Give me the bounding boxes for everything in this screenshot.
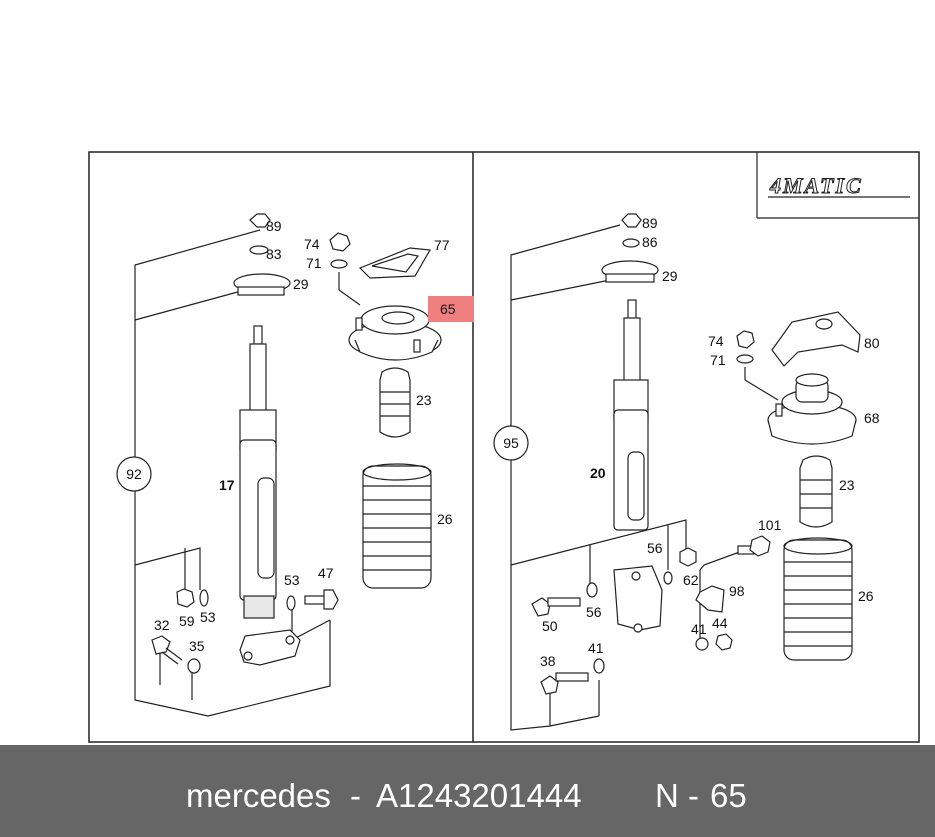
label-50: 50 bbox=[542, 618, 558, 634]
bracket-98 bbox=[695, 585, 725, 613]
label-38: 38 bbox=[540, 653, 556, 669]
footer-position-number: 65 bbox=[710, 777, 747, 814]
label-83: 83 bbox=[266, 246, 282, 262]
group-label-95: 95 bbox=[503, 435, 519, 451]
right-panel: 95 bbox=[493, 213, 880, 731]
label-26: 26 bbox=[437, 511, 453, 527]
label-98: 98 bbox=[729, 583, 745, 599]
bellows-26 bbox=[362, 463, 432, 589]
label-89r: 89 bbox=[642, 215, 658, 231]
highlight-65 bbox=[428, 296, 474, 322]
label-26r: 26 bbox=[858, 588, 874, 604]
nut-74r bbox=[736, 330, 755, 349]
parts-diagram: 4MATIC 92 bbox=[88, 151, 920, 743]
nut-89r bbox=[621, 213, 642, 228]
bracket-80 bbox=[771, 311, 861, 367]
label-86: 86 bbox=[642, 234, 658, 250]
bump-stop-23 bbox=[379, 367, 411, 438]
mount-68 bbox=[767, 373, 857, 445]
label-74: 74 bbox=[304, 236, 320, 252]
label-71r: 71 bbox=[710, 352, 726, 368]
washer-86 bbox=[622, 238, 640, 248]
footer-part-number: A1243201444 bbox=[376, 777, 582, 814]
washer-53a bbox=[286, 595, 296, 611]
label-77: 77 bbox=[434, 237, 450, 253]
group-label-92: 92 bbox=[126, 466, 142, 482]
label-32: 32 bbox=[154, 617, 170, 633]
washer-35 bbox=[187, 658, 201, 674]
label-74r: 74 bbox=[708, 333, 724, 349]
label-89: 89 bbox=[266, 218, 282, 234]
footer-separator-2: - bbox=[688, 777, 699, 814]
label-59: 59 bbox=[179, 613, 195, 629]
bump-stop-23r bbox=[799, 455, 833, 528]
left-panel: 92 bbox=[116, 213, 474, 717]
group-badge-95 bbox=[493, 425, 529, 461]
label-20: 20 bbox=[590, 465, 606, 481]
label-41a: 41 bbox=[691, 621, 707, 637]
footer-n-prefix: N bbox=[655, 777, 679, 814]
washer-71r bbox=[736, 354, 754, 364]
nut-59 bbox=[176, 588, 195, 608]
label-44: 44 bbox=[712, 615, 728, 631]
strut-20 bbox=[613, 299, 663, 633]
washer-53b bbox=[199, 589, 209, 607]
nut-62 bbox=[679, 547, 697, 567]
label-53b: 53 bbox=[200, 609, 216, 625]
bolt-38 bbox=[540, 675, 559, 695]
nut-44 bbox=[715, 633, 733, 651]
label-53a: 53 bbox=[284, 572, 300, 588]
label-68: 68 bbox=[864, 410, 880, 426]
label-29r: 29 bbox=[662, 268, 678, 284]
bellows-26r bbox=[783, 537, 853, 661]
badge-4matic: 4MATIC bbox=[756, 152, 919, 219]
label-80: 80 bbox=[864, 335, 880, 351]
washer-56b bbox=[586, 582, 598, 598]
label-17: 17 bbox=[219, 477, 235, 493]
bolt-32 bbox=[151, 635, 171, 655]
strut-17 bbox=[239, 325, 301, 666]
label-56b: 56 bbox=[586, 604, 602, 620]
mount-65 bbox=[348, 305, 442, 361]
label-35: 35 bbox=[189, 638, 205, 654]
label-29: 29 bbox=[293, 276, 309, 292]
label-47: 47 bbox=[318, 565, 334, 581]
washer-83 bbox=[249, 245, 269, 255]
label-41b: 41 bbox=[588, 640, 604, 656]
badge-text: 4MATIC bbox=[769, 173, 863, 198]
label-62: 62 bbox=[683, 572, 699, 588]
label-56a: 56 bbox=[647, 540, 663, 556]
label-23r: 23 bbox=[839, 477, 855, 493]
nut-74 bbox=[329, 232, 351, 252]
footer-bar: mercedes - A1243201444 N - 65 bbox=[0, 745, 935, 837]
washer-71 bbox=[330, 259, 348, 269]
label-71: 71 bbox=[306, 255, 322, 271]
washer-56a bbox=[663, 571, 673, 585]
label-101: 101 bbox=[758, 517, 782, 533]
footer-brand: mercedes bbox=[186, 777, 331, 814]
label-65: 65 bbox=[440, 301, 456, 317]
bolt-50 bbox=[531, 597, 551, 617]
group-badge-92 bbox=[116, 456, 152, 492]
footer-separator: - bbox=[350, 777, 361, 814]
washer-41b bbox=[593, 658, 605, 674]
label-23: 23 bbox=[416, 392, 432, 408]
washer-41a bbox=[695, 637, 709, 651]
nut-89 bbox=[249, 213, 271, 228]
